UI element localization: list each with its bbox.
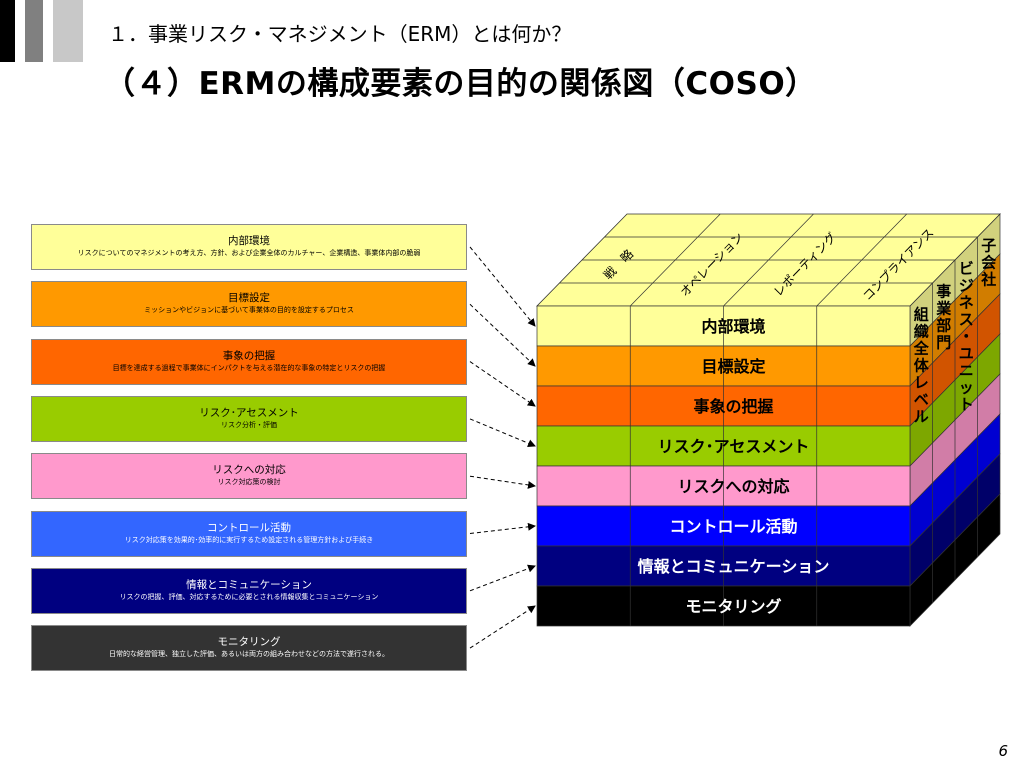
connector-arrow [469,303,536,367]
component-description: 目標を達成する過程で事業体にインパクトを与える潜在的な事象の特定とリスクの把握 [112,363,386,372]
component-description: リスク対応策の検討 [217,478,281,487]
page-title: （４）ERMの構成要素の目的の関係図（COSO） [104,66,817,102]
cube-layer-label: コントロール活動 [669,517,797,536]
cube-layer-label: 内部環境 [701,317,765,336]
component-title: 情報とコミュニケーション [186,578,312,591]
cube-layer-label: モニタリング [685,597,781,616]
connector-arrow [469,418,536,447]
page-number: 6 [998,742,1008,760]
component-title: 事象の把握 [222,349,276,362]
component-description: ミッションやビジョンに基づいて事業体の目的を設定するプロセス [144,306,354,315]
component-box: コントロール活動リスク対応策を効果的･効率的に実行するため設定される管理方針およ… [31,510,467,557]
cube-layer-label: リスク･アセスメント [658,437,810,456]
entity-level-label: ビジネス・ユニット [959,260,974,414]
cube-layer-label: 事象の把握 [693,397,773,416]
connector-arrow [469,522,536,534]
component-title: 内部環境 [228,235,270,247]
connector-arrow [469,475,536,489]
connector-arrow [469,246,536,327]
connector-arrow [469,564,536,592]
component-description: リスク分析・評価 [221,420,277,429]
entity-level-label: 子会社 [980,237,996,289]
cube-layer-label: 目標設定 [701,357,765,376]
corner-bar-black [0,0,15,62]
component-box: 内部環境リスクについてのマネジメントの考え方、方針、および企業全体のカルチャー、… [31,224,467,270]
component-title: 目標設定 [228,292,270,305]
component-description: 日常的な経営管理、独立した評価、あるいは両方の組み合わせなどの方法で遂行される。 [109,650,389,659]
component-box: リスク･アセスメントリスク分析・評価 [31,395,467,442]
component-title: モニタリング [217,636,281,649]
connector-arrow [469,361,536,407]
component-box: 情報とコミュニケーションリスクの把握、評価、対応するために必要とされる情報収集と… [31,567,467,614]
component-title: コントロール活動 [207,521,291,534]
corner-bar-gray [25,0,43,62]
component-title: リスク･アセスメント [199,406,299,419]
component-box: 事象の把握目標を達成する過程で事業体にインパクトを与える潜在的な事象の特定とリス… [31,338,467,385]
component-box: リスクへの対応リスク対応策の検討 [31,453,467,500]
component-description: リスクの把握、評価、対応するために必要とされる情報収集とコミュニケーション [119,592,379,601]
component-description: リスクについてのマネジメントの考え方、方針、および企業全体のカルチャー、企業構造… [77,249,421,258]
cube-layer-label: 情報とコミュニケーション [638,557,830,576]
component-box: モニタリング日常的な経営管理、独立した評価、あるいは両方の組み合わせなどの方法で… [31,625,467,672]
component-box: 目標設定ミッションやビジョンに基づいて事業体の目的を設定するプロセス [31,281,467,328]
cube-layer-label: リスクへの対応 [677,477,789,496]
corner-bar-lightgray [53,0,83,62]
component-title: リスクへの対応 [212,464,286,477]
entity-level-label: 事業部門 [935,283,952,352]
section-subtitle: １．事業リスク・マネジメント（ERM）とは何か？ [108,22,572,46]
entity-level-label: 組織全体レベル [913,306,930,426]
connector-arrow [469,605,536,649]
component-description: リスク対応策を効果的･効率的に実行するため設定される管理方針および手続き [124,535,374,544]
